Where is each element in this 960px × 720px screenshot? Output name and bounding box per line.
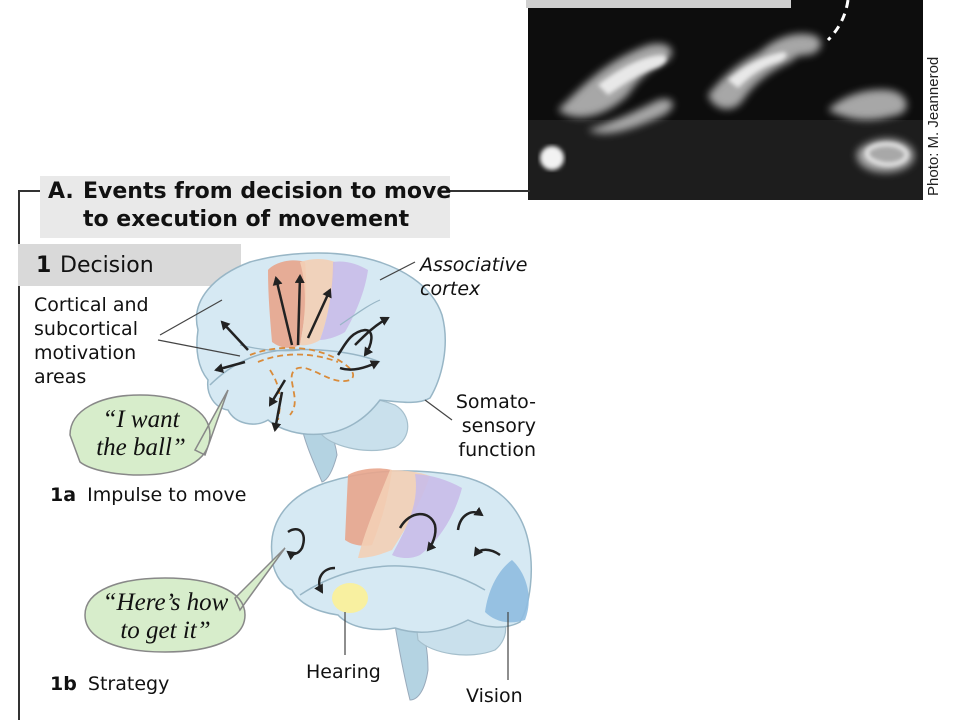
motivation-path-1 (249, 346, 355, 416)
section-title-line1: Events from decision to move (83, 179, 452, 204)
motivation-line4: areas (34, 366, 87, 388)
frame-top-right-line (450, 190, 530, 192)
motor-cortex-1a (268, 260, 307, 348)
substep-impulse-label: Impulse to move (87, 484, 247, 506)
motivation-path-2 (257, 353, 339, 421)
substep-strategy-number: 1b (50, 673, 77, 695)
visual-cortex (485, 560, 529, 623)
speech-bubble-want-shape (69, 389, 229, 476)
cerebrum-1a (195, 252, 446, 436)
associative-line2: cortex (420, 278, 481, 300)
reaching-hand-photo (528, 0, 923, 200)
vision-label: Vision (466, 685, 523, 707)
motivation-line3: motivation (34, 342, 137, 364)
ball (540, 146, 564, 170)
somato-line3: function (458, 439, 536, 461)
how-line2: to get it” (120, 617, 211, 644)
motor-cortex-1b (345, 468, 392, 546)
motivation-label: Cortical and subcortical motivation area… (34, 293, 149, 389)
frame-top-left-line (18, 190, 42, 192)
speech-bubble-want: “I want the ball” (74, 406, 208, 462)
substep-strategy: 1b Strategy (50, 673, 169, 695)
decision-label: Decision (60, 253, 154, 278)
auditory-cortex (332, 583, 368, 613)
leader-associative (379, 261, 416, 281)
section-letter: A. (48, 179, 74, 204)
somato-line1: Somato- (455, 391, 536, 413)
photo-top-bar (526, 0, 791, 8)
substep-impulse: 1a Impulse to move (50, 484, 246, 506)
associative-line1: Associative (420, 254, 528, 276)
premotor-cortex-1b (358, 470, 430, 558)
substep-impulse-number: 1a (50, 484, 77, 506)
somatosensory-cortex-1a (320, 261, 368, 340)
decision-header: 1 Decision (18, 244, 241, 286)
hand-sequence-illustration (528, 0, 923, 200)
want-line2: the ball” (96, 434, 186, 461)
motivation-line2: subcortical (34, 318, 138, 340)
premotor-cortex-1a (300, 259, 335, 346)
leader-motivation-2 (157, 339, 241, 357)
speech-bubble-how-shape (84, 547, 286, 653)
how-line1: “Here’s how (102, 589, 229, 616)
hearing-label: Hearing (306, 661, 381, 683)
motivation-line1: Cortical and (34, 294, 149, 316)
substep-strategy-label: Strategy (87, 673, 170, 695)
frame-left-line (18, 190, 20, 720)
speech-bubble-how: “Here’s how to get it” (88, 589, 243, 645)
leader-somatosensory (424, 399, 453, 421)
decision-number: 1 (36, 253, 52, 278)
leader-motivation-1 (159, 299, 223, 336)
brain-strategy (270, 468, 532, 701)
somato-line2: sensory (461, 415, 536, 437)
associative-label: Associative cortex (420, 253, 527, 301)
somatosensory-label: Somato- sensory function (430, 390, 536, 462)
want-line1: “I want (102, 406, 180, 433)
section-title: A. Events from decision to move to execu… (40, 176, 452, 238)
trajectory-dashes (826, 0, 850, 42)
brain-impulse (195, 252, 446, 483)
section-title-line2: to execution of movement (83, 207, 410, 232)
